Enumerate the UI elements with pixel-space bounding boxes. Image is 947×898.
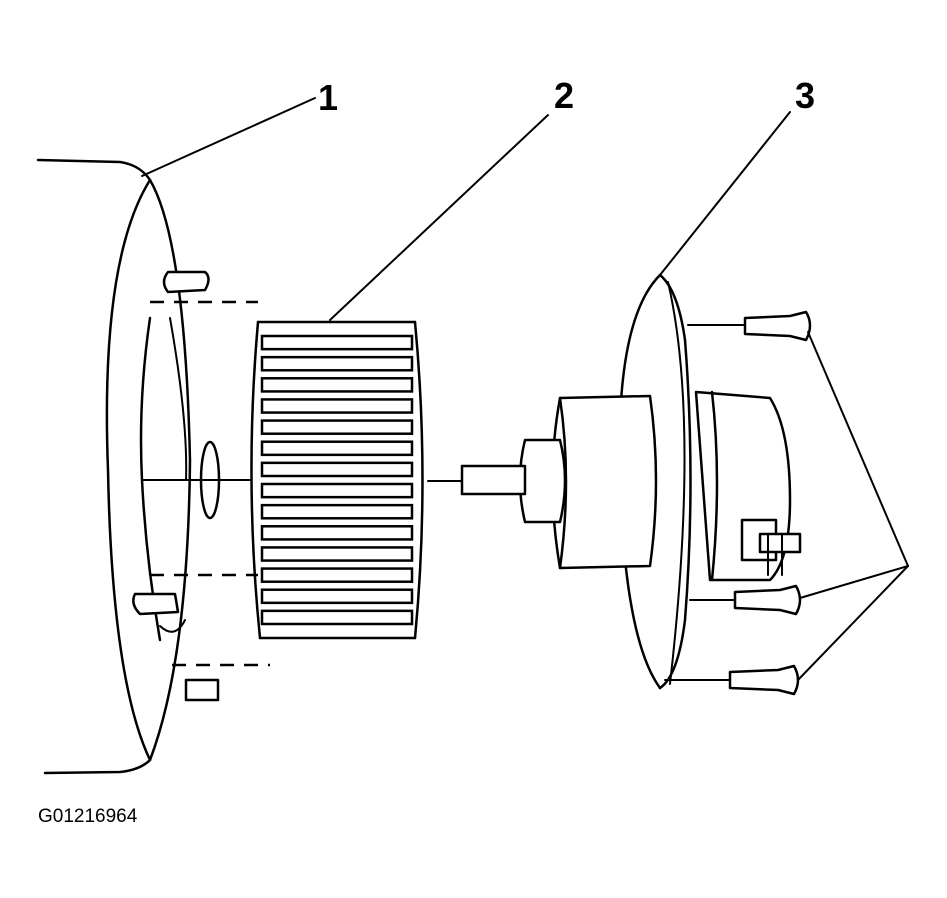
- wheel-right-rim: [413, 320, 424, 640]
- mounting-plate-edge: [658, 273, 692, 690]
- motor-front-can: [551, 394, 658, 570]
- mounting-screw: [687, 310, 812, 342]
- fan-blade: [260, 503, 414, 520]
- housing-tab-lower: [132, 592, 180, 616]
- fan-blade: [260, 461, 414, 478]
- fan-blade: [260, 546, 414, 562]
- fan-blade: [260, 567, 414, 583]
- housing-outline: [36, 158, 192, 775]
- mounting-screw: [664, 664, 800, 696]
- motor-connector-terminals: [758, 532, 802, 554]
- motor-rear-seam: [710, 390, 719, 582]
- fan-blade: [260, 334, 414, 351]
- fan-blade: [260, 588, 414, 605]
- fan-blade: [260, 525, 414, 541]
- fan-blade: [260, 482, 414, 499]
- fan-blade: [260, 377, 414, 393]
- housing-tab-bottom: [184, 678, 220, 702]
- mounting-screws: [664, 310, 812, 696]
- fan-blade: [260, 398, 414, 414]
- housing-back-edge: [105, 178, 152, 762]
- housing-tab-upper: [162, 270, 210, 294]
- callout-2-label: 2: [554, 75, 574, 116]
- wheel-blades: [260, 334, 414, 626]
- leader-lines: [141, 97, 909, 681]
- blower-housing: [36, 158, 251, 775]
- housing-tab-curve: [159, 619, 186, 633]
- fan-blade: [260, 440, 414, 457]
- motor-shaft: [460, 464, 527, 496]
- wheel-left-rim: [250, 320, 262, 640]
- mounting-screw: [689, 584, 802, 616]
- fan-blade: [260, 355, 414, 372]
- fan-blade: [260, 609, 414, 626]
- blower-fan-wheel: [250, 320, 424, 640]
- callout-1-label: 1: [318, 77, 338, 118]
- housing-inlet-inner: [169, 317, 188, 481]
- mounting-plate-thickness: [667, 281, 686, 685]
- alignment-guides: [150, 300, 463, 667]
- figure-id: G01216964: [38, 806, 138, 827]
- fan-blade: [260, 419, 414, 435]
- blower-motor: [460, 273, 802, 690]
- callout-3-label: 3: [795, 75, 815, 116]
- motor-hub: [518, 438, 567, 524]
